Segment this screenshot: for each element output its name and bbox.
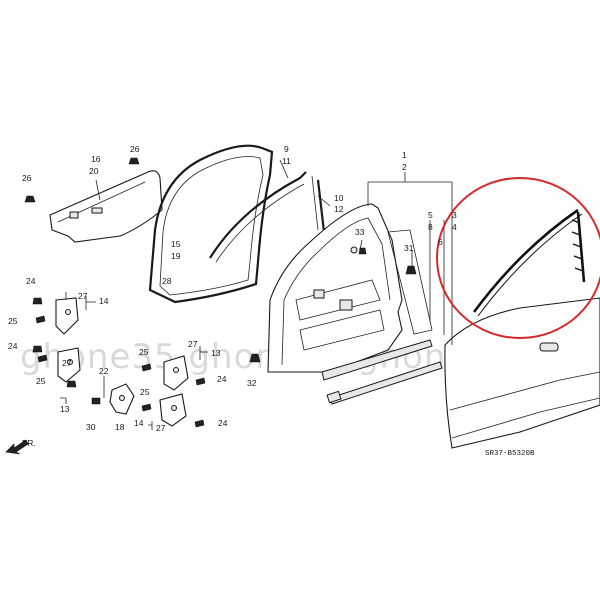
callout-5: 5 <box>428 210 433 220</box>
door-weatherstrip <box>148 144 274 304</box>
callout-24-d: 24 <box>218 418 228 428</box>
lower-center-hinge <box>159 393 187 427</box>
callout-22: 22 <box>99 366 109 376</box>
callout-14-top: 14 <box>99 296 109 306</box>
callout-27-a: 27 <box>78 291 88 301</box>
lower-hinge <box>57 347 81 383</box>
callout-9: 9 <box>284 144 289 154</box>
callout-27-d: 27 <box>156 423 166 433</box>
door-handle-recess <box>539 342 559 352</box>
callout-26-top: 26 <box>130 144 140 154</box>
leader-lines <box>359 172 453 345</box>
callout-32: 32 <box>247 378 257 388</box>
diagram-code: SR37-B5320B <box>485 450 535 458</box>
callout-labels: 1 2 3 4 5 6 8 9 10 11 12 13 13 14 14 15 … <box>8 144 457 433</box>
callout-31: 31 <box>404 243 414 253</box>
callout-25-c: 25 <box>139 347 149 357</box>
callout-30: 30 <box>86 422 96 432</box>
callout-27-c: 27 <box>188 339 198 349</box>
front-direction-arrow <box>5 439 29 455</box>
callout-1: 1 <box>402 150 407 160</box>
callout-27-b: 27 <box>62 358 72 368</box>
callout-20: 20 <box>89 166 99 176</box>
glass-run-channel <box>209 171 307 259</box>
door-outer-skin <box>444 297 600 449</box>
callout-25-b: 25 <box>36 376 46 386</box>
callout-25-a: 25 <box>8 316 18 326</box>
fasteners <box>24 157 417 428</box>
callout-6: 6 <box>438 237 443 247</box>
sill-bar-upper <box>321 339 433 381</box>
callout-25-d: 25 <box>140 387 150 397</box>
callout-13-left: 13 <box>60 404 70 414</box>
door-check <box>109 383 135 415</box>
callout-18: 18 <box>115 422 125 432</box>
callout-2: 2 <box>402 162 407 172</box>
callout-24-a: 24 <box>26 276 36 286</box>
callout-19: 19 <box>171 251 181 261</box>
callout-33: 33 <box>355 227 365 237</box>
callout-14-bottom: 14 <box>134 418 144 428</box>
callout-3: 3 <box>452 210 457 220</box>
callout-28: 28 <box>162 276 172 286</box>
callout-11: 11 <box>282 156 291 166</box>
watermark: ghone35 ghone35 ghone35 <box>20 337 514 377</box>
center-hinge <box>163 355 189 391</box>
callout-24-c: 24 <box>217 374 227 384</box>
sash-molding <box>316 179 326 233</box>
front-direction-label: FR. <box>22 438 36 448</box>
callout-24-b: 24 <box>8 341 18 351</box>
callout-4: 4 <box>452 222 457 232</box>
callout-26-left: 26 <box>22 173 32 183</box>
belt-molding <box>472 208 586 317</box>
callout-16: 16 <box>91 154 101 164</box>
callout-13-right: 13 <box>211 348 221 358</box>
group-brackets <box>60 296 208 430</box>
door-glass <box>49 170 163 243</box>
callout-15: 15 <box>171 239 181 249</box>
callout-10: 10 <box>334 193 344 203</box>
door-frame <box>267 203 433 373</box>
upper-hinge <box>55 292 79 335</box>
callout-12: 12 <box>334 204 344 214</box>
callout-8: 8 <box>428 222 433 232</box>
highlight-circle <box>436 177 600 339</box>
